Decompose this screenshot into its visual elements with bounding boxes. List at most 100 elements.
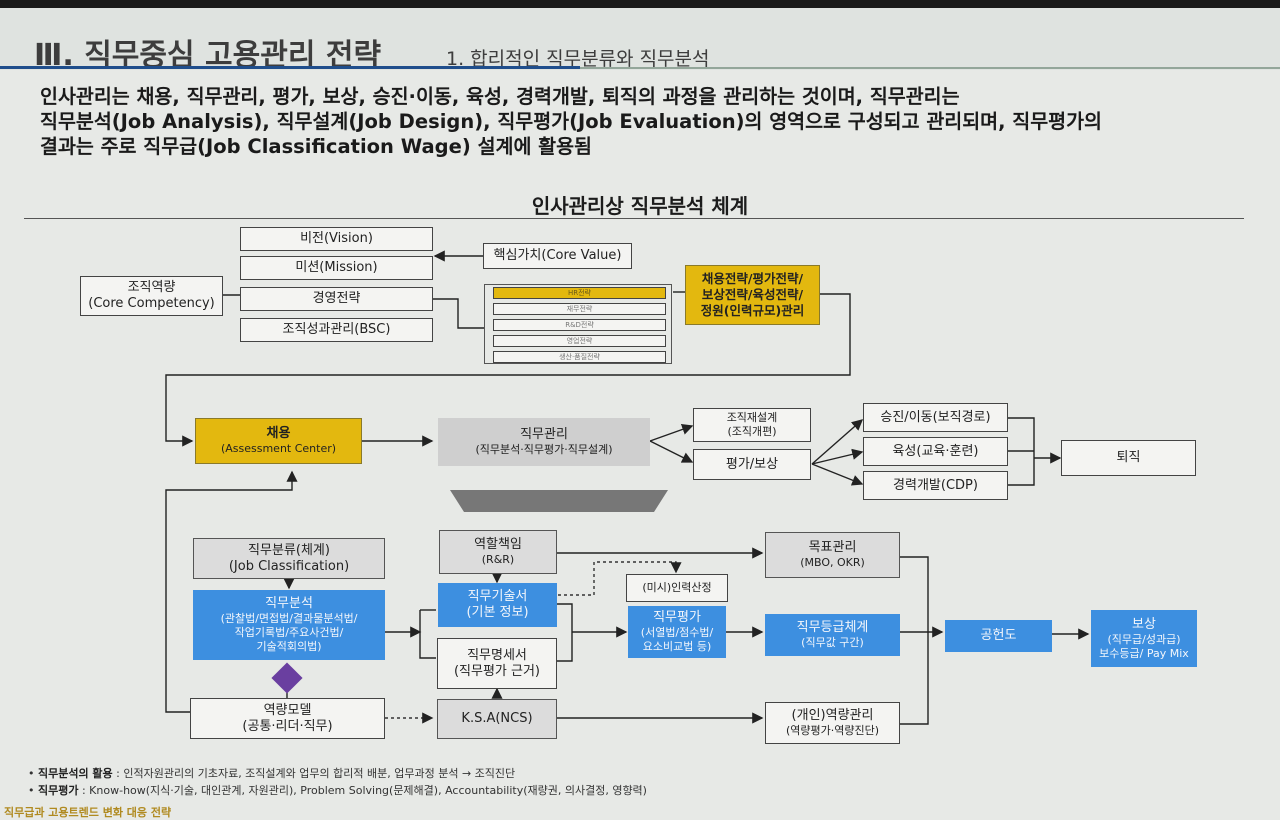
- header-divider-gray: [580, 67, 1280, 69]
- reward-sub: 보수등급/ Pay Mix: [1099, 646, 1189, 660]
- job-specification-box: 직무명세서 (직무평가 근거): [437, 638, 557, 689]
- goal-management-title: 목표관리: [808, 540, 857, 555]
- job-evaluation-title: 직무평가: [653, 610, 701, 625]
- personal-competency-sub: (역량평가·역량진단): [785, 724, 880, 737]
- job-analysis-title: 직무분석: [265, 596, 313, 611]
- job-management-sub: (직무분석·직무평가·직무설계): [475, 443, 613, 456]
- hiring-box: 채용 (Assessment Center): [195, 418, 362, 464]
- sub-strategy-production: 생산·품질전략: [493, 351, 666, 363]
- job-description-title: 직무기술서: [467, 589, 528, 604]
- hr-strategy-line: 보상전략/육성전략/: [701, 287, 804, 302]
- rnr-sub: (R&R): [481, 553, 515, 566]
- job-grade-box: 직무등급체계 (직무값 구간): [765, 614, 900, 656]
- job-classification-box: 직무분류(체계) (Job Classification): [193, 538, 385, 579]
- sub-strategy-sales: 영업전략: [493, 335, 666, 347]
- manpower-label: (미시)인력산정: [642, 581, 712, 594]
- personal-competency-box: (개인)역량관리 (역량평가·역량진단): [765, 702, 900, 744]
- job-grade-sub: (직무값 구간): [801, 636, 864, 649]
- hr-strategy-line: 채용전략/평가전략/: [701, 271, 804, 286]
- cdp-box: 경력개발(CDP): [863, 471, 1008, 500]
- eval-compensation-label: 평가/보상: [725, 456, 779, 472]
- training-label: 육성(교육·훈련): [892, 443, 979, 459]
- training-box: 육성(교육·훈련): [863, 437, 1008, 466]
- ksa-label: K.S.A(NCS): [461, 711, 533, 726]
- hiring-title: 채용: [266, 426, 291, 441]
- mission-label: 미션(Mission): [295, 260, 378, 275]
- contribution-box: 공헌도: [945, 620, 1052, 652]
- intro-line: 직무분석(Job Analysis), 직무설계(Job Design), 직무…: [40, 110, 1102, 133]
- hr-strategy-box: 채용전략/평가전략/ 보상전략/육성전략/ 정원(인력규모)관리: [685, 265, 820, 325]
- retirement-box: 퇴직: [1061, 440, 1196, 476]
- job-classification-title: 직무분류(체계): [248, 542, 330, 558]
- rnr-box: 역할책임 (R&R): [439, 530, 557, 574]
- footnote-usage-label: 직무분석의 활용: [38, 767, 113, 780]
- job-evaluation-box: 직무평가 (서열법/점수법/ 요소비교법 등): [628, 606, 726, 658]
- competency-model-box: 역량모델 (공통·리더·직무): [190, 698, 385, 739]
- intro-line: 인사관리는 채용, 직무관리, 평가, 보상, 승진·이동, 육성, 경력개발,…: [40, 85, 960, 108]
- job-analysis-method: 작업기록법/주요사건법/: [234, 626, 344, 639]
- job-description-box: 직무기술서 (기본 정보): [438, 583, 557, 627]
- footnote-evaluation-text: : Know-how(지식·기술, 대인관계, 자원관리), Problem S…: [81, 784, 647, 797]
- hiring-sub: (Assessment Center): [220, 442, 337, 455]
- goal-management-box: 목표관리 (MBO, OKR): [765, 532, 900, 578]
- job-specification-sub: (직무평가 근거): [453, 663, 541, 679]
- core-value-label: 핵심가치(Core Value): [493, 248, 622, 263]
- goal-management-sub: (MBO, OKR): [800, 556, 865, 569]
- rnr-title: 역할책임: [474, 537, 522, 552]
- footnote-usage: • 직무분석의 활용 : 인적자원관리의 기초자료, 조직설계와 업무의 합리적…: [28, 767, 516, 780]
- job-description-sub: (기본 정보): [466, 605, 529, 620]
- job-analysis-box: 직무분석 (관찰법/면접법/결과물분석법/ 작업기록법/주요사건법/ 기술적회의…: [193, 590, 385, 660]
- intro-text: 인사관리는 채용, 직무관리, 평가, 보상, 승진·이동, 육성, 경력개발,…: [40, 84, 1250, 159]
- promotion-box: 승진/이동(보직경로): [863, 403, 1008, 432]
- vision-label: 비전(Vision): [300, 231, 373, 246]
- job-grade-title: 직무등급체계: [796, 620, 869, 635]
- reward-title: 보상: [1132, 616, 1156, 632]
- slide-footer: 직무급과 고용트렌드 변화 대응 전략: [4, 806, 172, 819]
- promotion-label: 승진/이동(보직경로): [880, 409, 991, 425]
- org-redesign-sub: (조직개편): [727, 425, 777, 438]
- footnote-evaluation: • 직무평가 : Know-how(지식·기술, 대인관계, 자원관리), Pr…: [28, 784, 647, 797]
- manpower-box: (미시)인력산정: [626, 574, 728, 602]
- org-redesign-title: 조직재설계: [726, 411, 778, 424]
- retirement-label: 퇴직: [1116, 450, 1141, 465]
- mgmt-strategy-box: 경영전략: [240, 287, 433, 311]
- hr-strategy-line: 정원(인력규모)관리: [700, 303, 805, 318]
- reward-sub: (직무급/성과급): [1107, 632, 1181, 646]
- bsc-box: 조직성과관리(BSC): [240, 318, 433, 342]
- vision-box: 비전(Vision): [240, 227, 433, 251]
- job-evaluation-method: 요소비교법 등): [642, 640, 712, 653]
- header-divider-blue: [0, 66, 580, 69]
- sub-strategy-hr: HR전략: [493, 287, 666, 299]
- intro-line: 결과는 주로 직무급(Job Classification Wage) 설계에 …: [40, 135, 592, 158]
- footnote-evaluation-label: 직무평가: [38, 784, 79, 797]
- footnote-usage-text: : 인적자원관리의 기초자료, 조직설계와 업무의 합리적 배분, 업무과정 분…: [116, 767, 516, 780]
- core-competency-title: 조직역량: [127, 280, 176, 295]
- job-management-box: 직무관리 (직무분석·직무평가·직무설계): [438, 418, 650, 466]
- job-classification-sub: (Job Classification): [228, 558, 350, 574]
- mission-box: 미션(Mission): [240, 256, 433, 280]
- diagram-title-underline: [24, 218, 1244, 219]
- core-competency-box: 조직역량 (Core Competency): [80, 276, 223, 316]
- sub-strategy-finance: 재무전략: [493, 303, 666, 315]
- eval-compensation-box: 평가/보상: [693, 449, 811, 480]
- down-funnel-shape: [450, 490, 668, 512]
- job-analysis-method: 기술적회의법): [256, 640, 322, 653]
- slide-subtitle: 1. 합리적인 직무분류와 직무분석: [446, 48, 710, 70]
- job-analysis-method: (관찰법/면접법/결과물분석법/: [220, 612, 358, 625]
- footnotes: • 직무분석의 활용 : 인적자원관리의 기초자료, 조직설계와 업무의 합리적…: [28, 765, 647, 799]
- cdp-label: 경력개발(CDP): [893, 477, 978, 493]
- job-evaluation-method: (서열법/점수법/: [640, 626, 714, 639]
- mgmt-strategy-label: 경영전략: [312, 291, 361, 306]
- bsc-label: 조직성과관리(BSC): [282, 322, 391, 337]
- sub-strategy-group: [484, 284, 672, 364]
- top-frame-bar: [0, 0, 1280, 8]
- job-management-title: 직무관리: [520, 427, 568, 442]
- ksa-box: K.S.A(NCS): [437, 699, 557, 739]
- contribution-label: 공헌도: [980, 628, 1017, 643]
- sub-strategy-rnd: R&D전략: [493, 319, 666, 331]
- reward-box: 보상 (직무급/성과급) 보수등급/ Pay Mix: [1091, 610, 1197, 667]
- job-specification-title: 직무명세서: [467, 647, 527, 663]
- competency-model-sub: (공통·리더·직무): [242, 718, 333, 734]
- org-redesign-box: 조직재설계 (조직개편): [693, 408, 811, 442]
